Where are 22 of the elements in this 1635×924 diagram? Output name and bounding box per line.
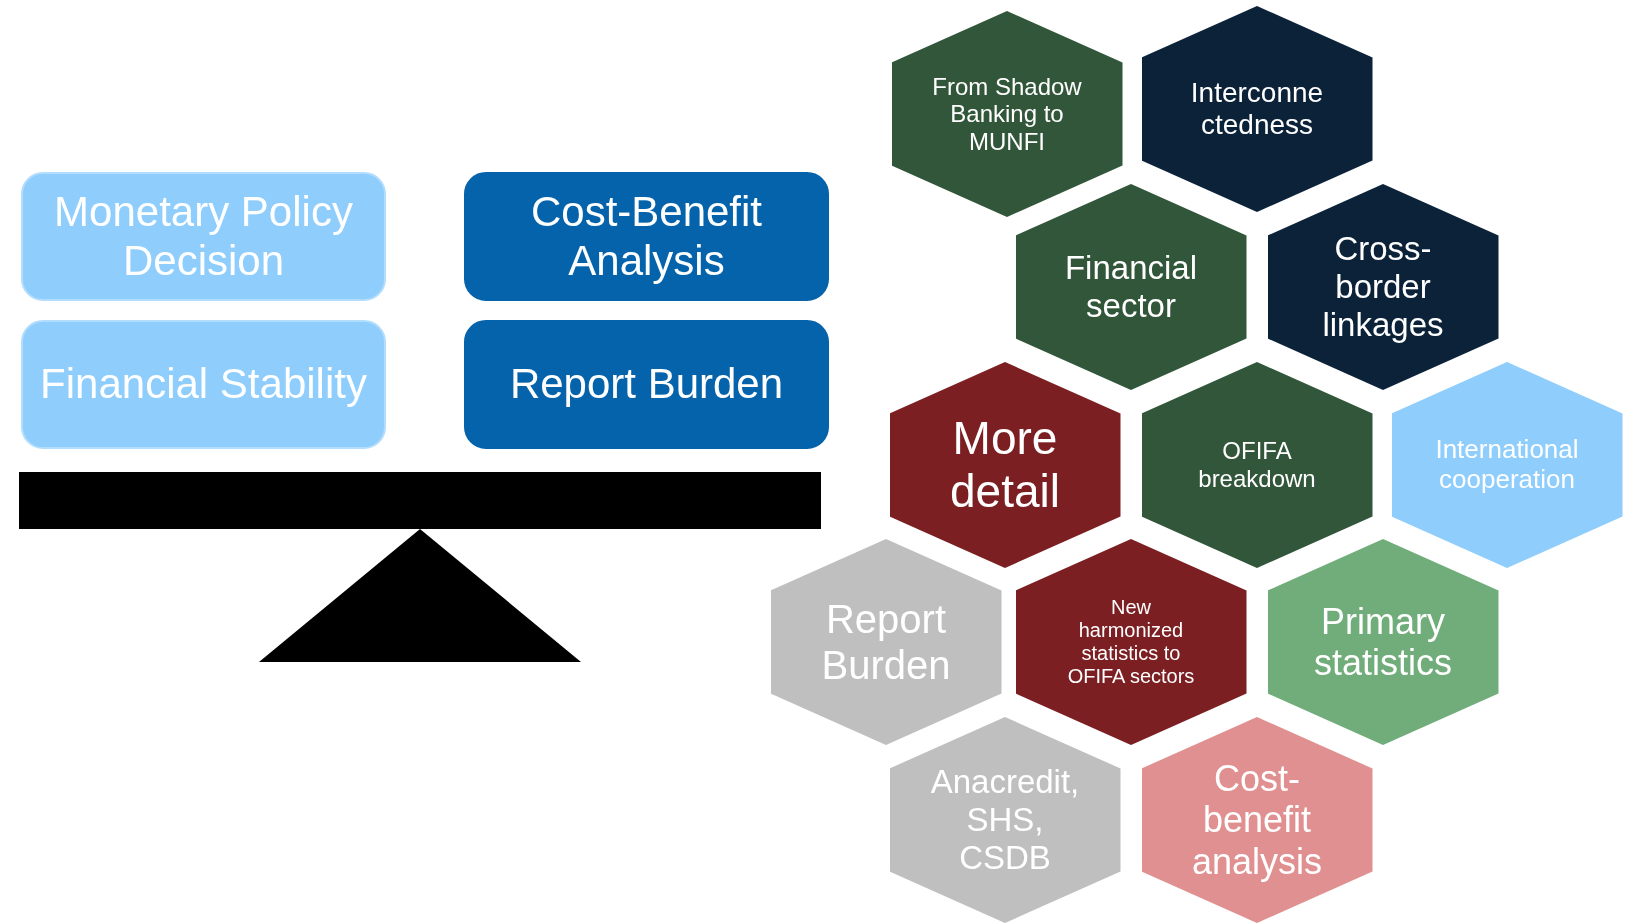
tile-label: Financial sector xyxy=(1063,249,1199,325)
tile-label: International cooperation xyxy=(1434,435,1580,495)
tile-label: Cost-benefit analysis xyxy=(1190,757,1324,883)
tile-label: From Shadow Banking to MUNFI xyxy=(931,72,1083,156)
tile-label: OFIFA breakdown xyxy=(1197,437,1317,493)
tile-label: New harmonized statistics to OFIFA sectors xyxy=(1066,596,1196,688)
rounded-box xyxy=(21,320,386,449)
hexagon-tile xyxy=(1141,717,1373,923)
tile-label: Cross-border linkages xyxy=(1321,230,1445,344)
rounded-box xyxy=(21,172,386,301)
box-label: Financial Stability xyxy=(40,360,367,409)
hexagon-tile xyxy=(889,717,1121,923)
rounded-box xyxy=(464,172,829,301)
tile-label: Report Burden xyxy=(820,596,952,688)
tile-label: Interconnectedness xyxy=(1189,76,1325,142)
box-label: Monetary Policy Decision xyxy=(53,188,354,285)
tile-label: Anacredit, SHS, CSDB xyxy=(929,763,1081,877)
tile-label: More detail xyxy=(949,412,1061,518)
box-label: Cost-Benefit Analysis xyxy=(529,188,764,285)
tile-label: Primary statistics xyxy=(1313,600,1453,684)
box-label: Report Burden xyxy=(509,360,784,409)
rounded-box xyxy=(464,320,829,449)
